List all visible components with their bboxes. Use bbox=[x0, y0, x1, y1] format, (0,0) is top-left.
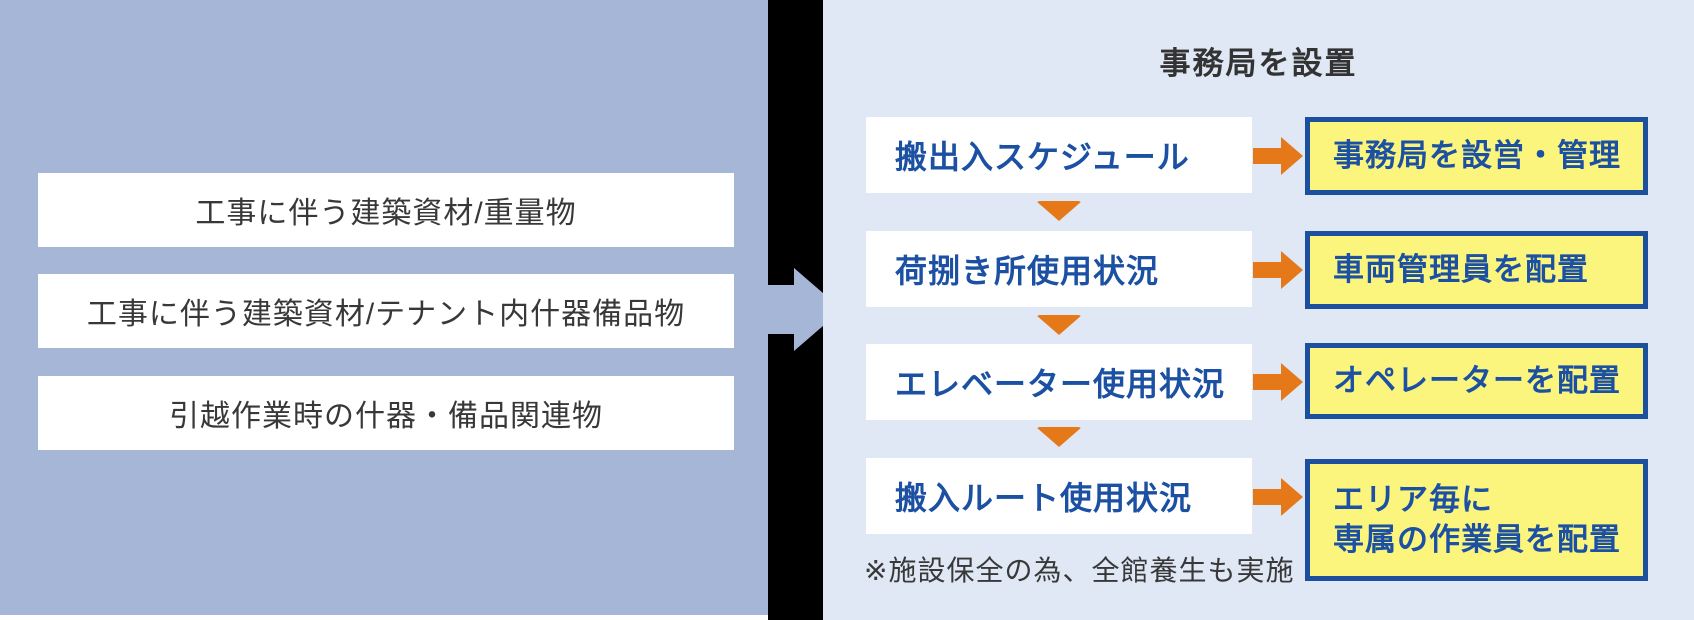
left-item-label: 工事に伴う建築資材/テナント内什器備品物 bbox=[86, 298, 686, 331]
action-label: 車両管理員を配置 bbox=[1333, 251, 1589, 287]
step-box-elevator: エレベーター使用状況 bbox=[866, 344, 1252, 420]
left-item-label: 工事に伴う建築資材/重量物 bbox=[195, 197, 577, 230]
big-right-arrow-icon bbox=[756, 268, 842, 351]
action-label: エリア毎に 専属の作業員を配置 bbox=[1333, 481, 1621, 557]
left-item-construction-tenant-fixtures: 工事に伴う建築資材/テナント内什器備品物 bbox=[38, 274, 734, 348]
step-label: 荷捌き所使用状況 bbox=[895, 253, 1160, 289]
action-label: 事務局を設営・管理 bbox=[1333, 137, 1621, 173]
step-box-loading-area: 荷捌き所使用状況 bbox=[866, 231, 1252, 307]
right-arrow-icon bbox=[1253, 478, 1303, 516]
step-label: 搬入ルート使用状況 bbox=[895, 480, 1193, 516]
left-item-moving-fixtures: 引越作業時の什器・備品関連物 bbox=[38, 376, 734, 450]
action-label: オペレーターを配置 bbox=[1333, 362, 1621, 398]
down-arrow-icon bbox=[1036, 315, 1082, 335]
left-item-label: 引越作業時の什器・備品関連物 bbox=[169, 400, 603, 433]
footnote: ※施設保全の為、全館養生も実施 bbox=[864, 555, 1295, 586]
left-item-construction-heavy: 工事に伴う建築資材/重量物 bbox=[38, 173, 734, 247]
action-box-office-management: 事務局を設営・管理 bbox=[1305, 117, 1648, 195]
right-arrow-icon bbox=[1253, 363, 1303, 401]
step-label: 搬出入スケジュール bbox=[895, 139, 1190, 175]
panel-title: 事務局を設置 bbox=[1159, 46, 1358, 81]
step-box-schedule: 搬出入スケジュール bbox=[866, 117, 1252, 193]
down-arrow-icon bbox=[1036, 427, 1082, 447]
step-box-route: 搬入ルート使用状況 bbox=[866, 458, 1252, 534]
action-box-operator: オペレーターを配置 bbox=[1305, 343, 1648, 419]
action-box-vehicle-manager: 車両管理員を配置 bbox=[1305, 231, 1648, 309]
right-arrow-icon bbox=[1253, 137, 1303, 175]
step-label: エレベーター使用状況 bbox=[895, 366, 1226, 402]
down-arrow-icon bbox=[1036, 201, 1082, 221]
action-box-area-workers: エリア毎に 専属の作業員を配置 bbox=[1305, 459, 1648, 581]
right-arrow-icon bbox=[1253, 251, 1303, 289]
